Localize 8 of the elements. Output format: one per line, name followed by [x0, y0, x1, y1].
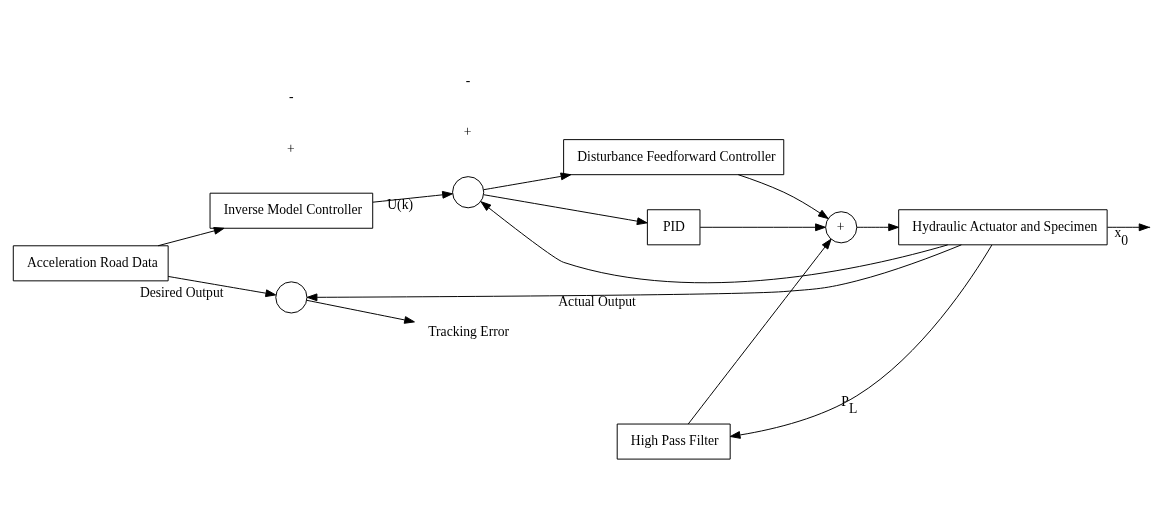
label: + — [463, 124, 472, 140]
label: + — [286, 140, 295, 156]
edge-label: U(k) — [387, 196, 413, 212]
edge-label: Desired Output — [139, 284, 224, 300]
label: - — [465, 72, 471, 88]
label: - — [288, 89, 294, 105]
edge-label: Actual Output — [558, 293, 636, 309]
node-text: Tracking Error — [428, 324, 510, 340]
